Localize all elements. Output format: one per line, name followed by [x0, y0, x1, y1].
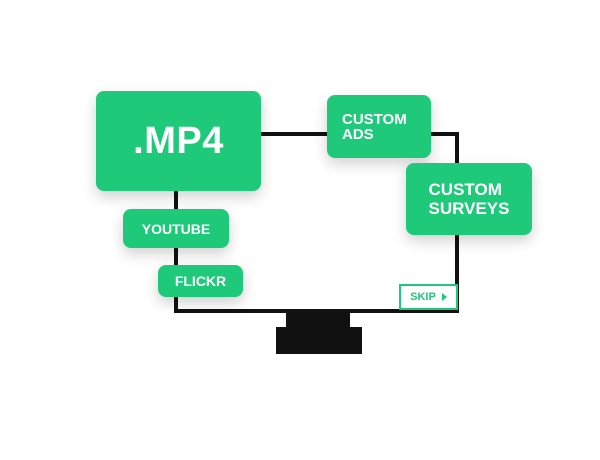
mp4-tile: .MP4	[96, 91, 261, 191]
play-icon	[441, 293, 447, 301]
custom-ads-label-line2: ADS	[342, 125, 374, 143]
flickr-label: FLICKR	[174, 273, 227, 289]
youtube-tile: YOUTUBE	[123, 209, 229, 248]
skip-label: SKIP	[410, 291, 436, 303]
skip-button[interactable]: SKIP	[399, 284, 458, 310]
custom-ads-tile: CUSTOM ADS	[327, 95, 431, 158]
custom-surveys-label-line1: CUSTOM	[428, 180, 502, 199]
custom-surveys-label-line2: SURVEYS	[428, 199, 510, 218]
monitor-stand	[276, 327, 362, 354]
flickr-tile: FLICKR	[158, 265, 243, 297]
youtube-label: YOUTUBE	[141, 220, 211, 237]
custom-surveys-tile: CUSTOM SURVEYS	[406, 163, 532, 235]
custom-ads-label-line1: CUSTOM	[342, 110, 407, 128]
mp4-label: .MP4	[133, 119, 224, 162]
monitor-neck	[286, 313, 350, 330]
